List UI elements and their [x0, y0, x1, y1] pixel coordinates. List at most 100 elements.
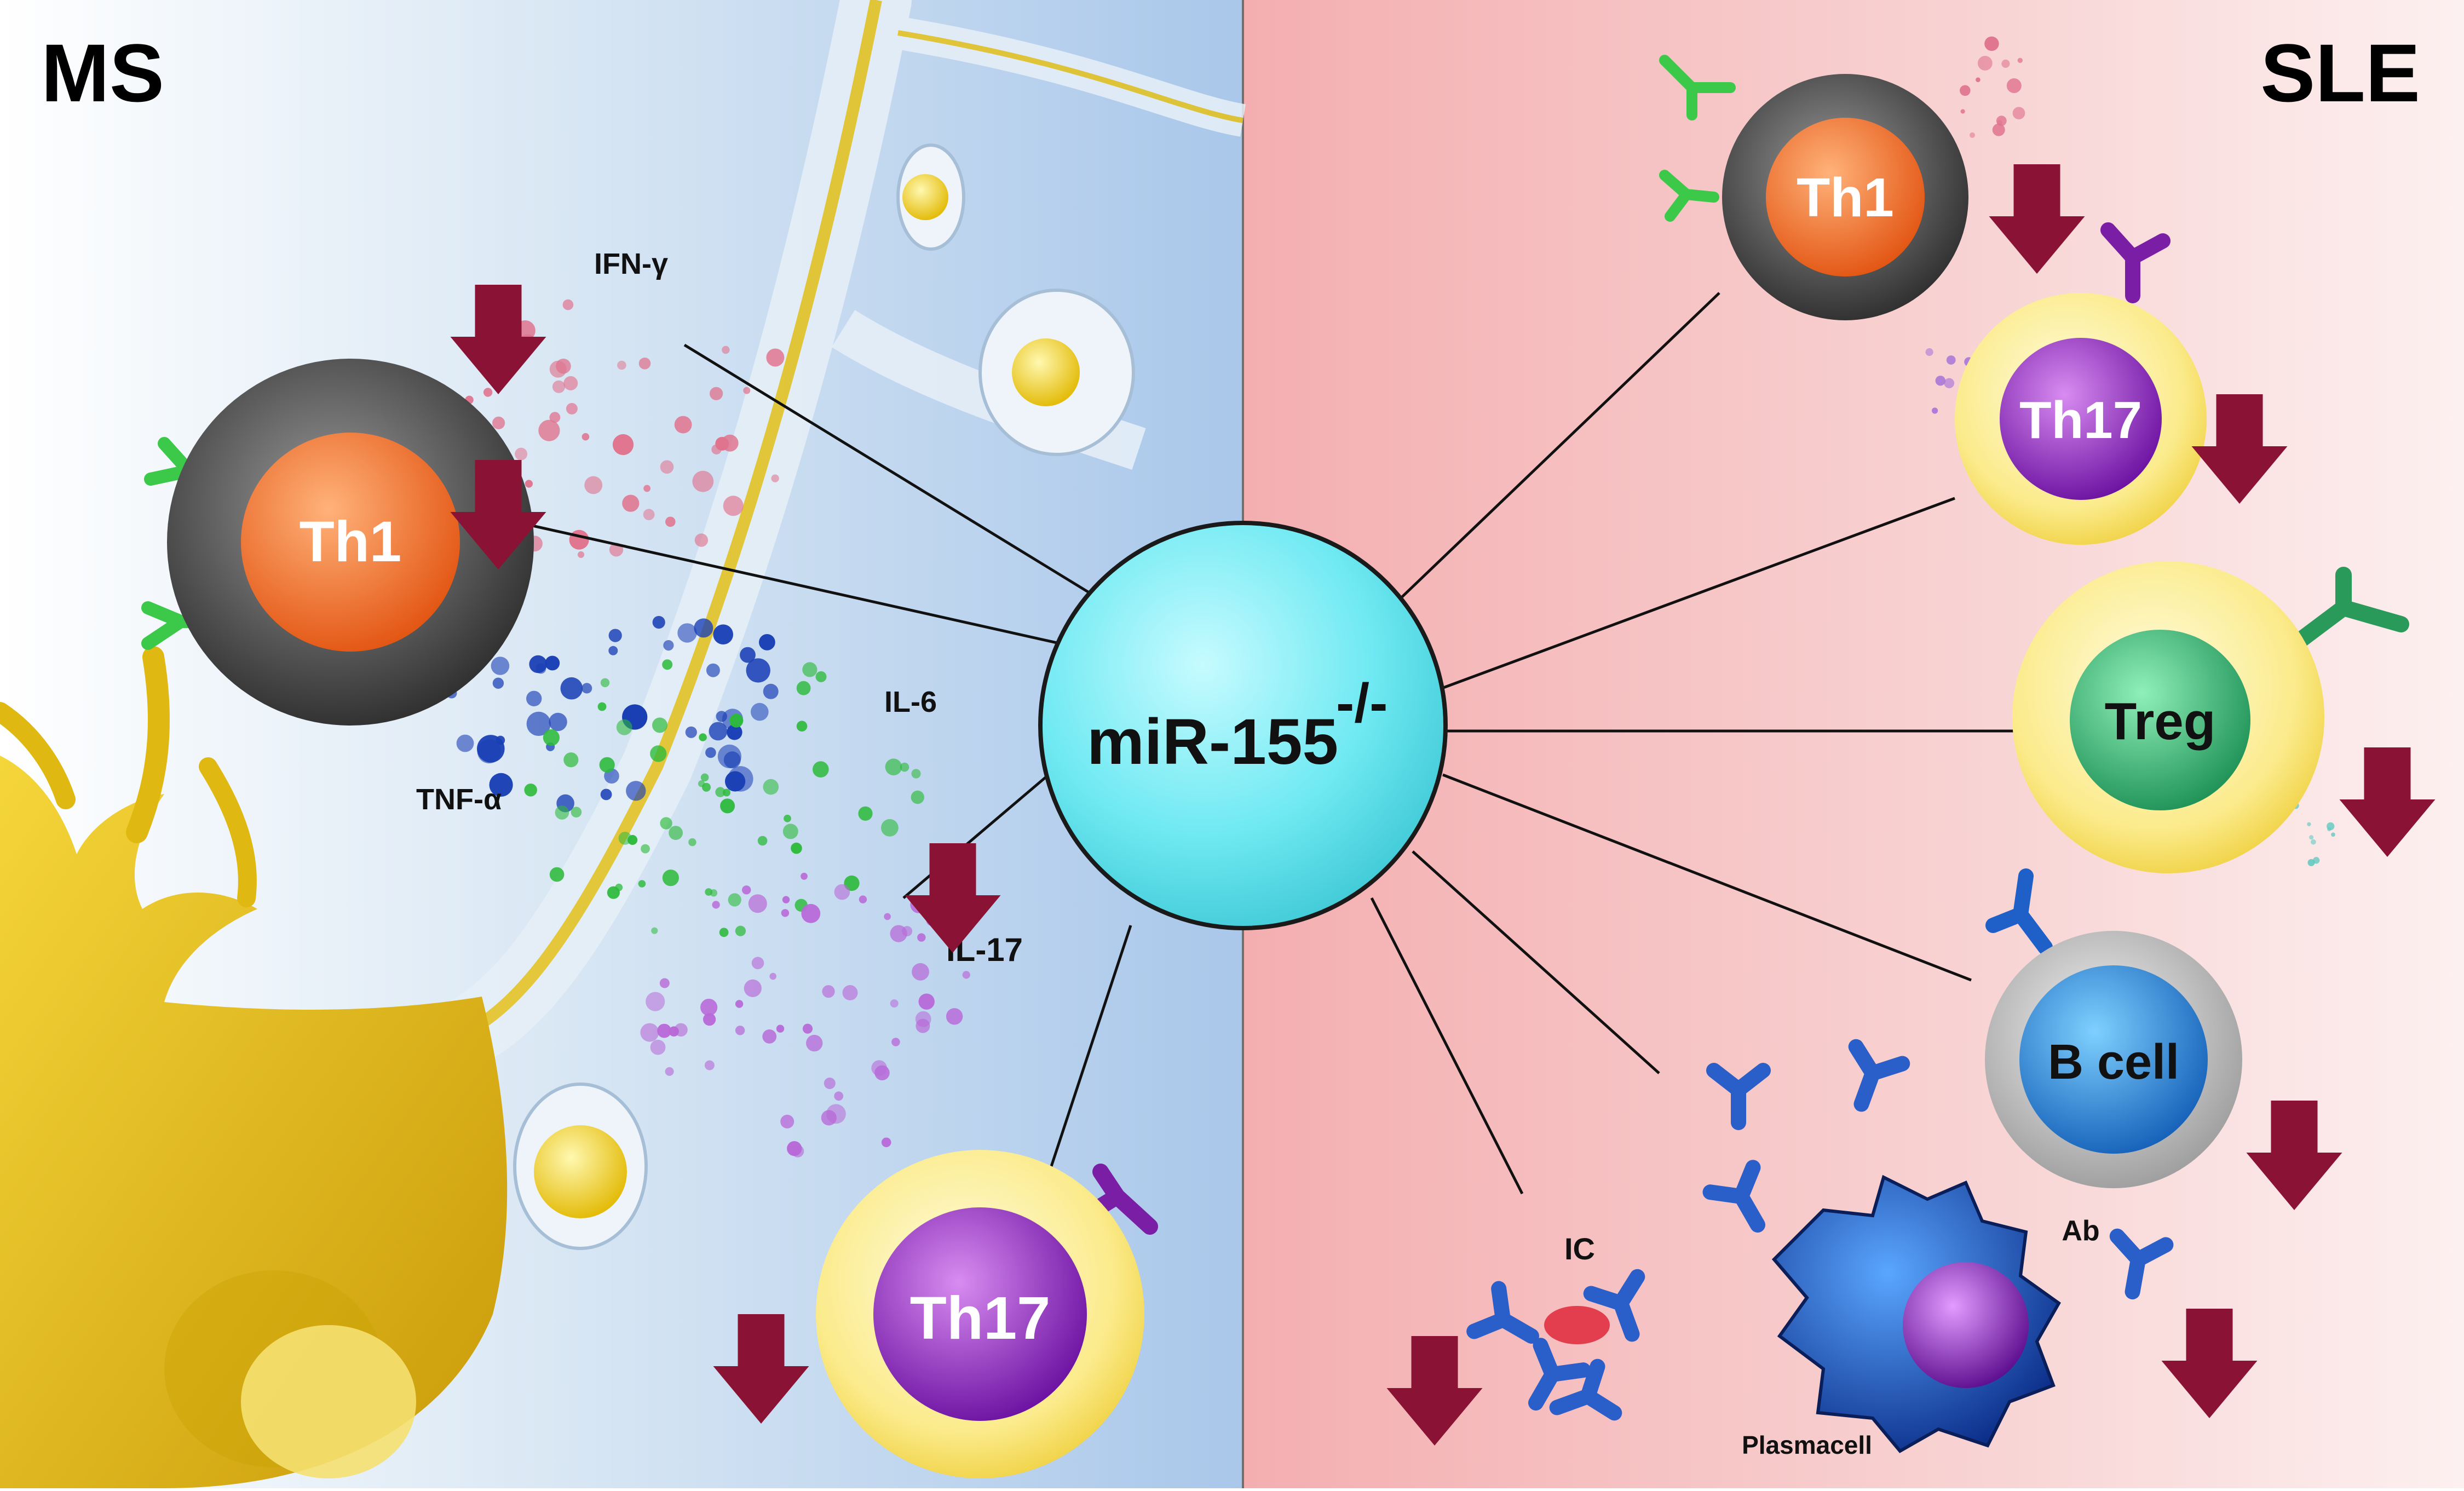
cytokine-dot-icon [640, 1023, 659, 1042]
cytokine-dot-icon [791, 842, 802, 854]
cytokine-dot-icon [709, 722, 728, 741]
cytokine-dot-icon [1992, 123, 2005, 136]
cytokine-dot-icon [677, 623, 697, 643]
cytokine-dot-icon [735, 1026, 745, 1035]
connector-lines [495, 292, 2062, 1195]
cytokine-dot-icon [791, 1145, 804, 1158]
cytokine-dot-icon [1944, 378, 1955, 389]
cytokine-dot-icon [617, 360, 626, 370]
ms-th17-label: Th17 [910, 1285, 1051, 1352]
plasma-cell-label: Plasmacell [1742, 1431, 1872, 1459]
cytokine-dot-icon [555, 805, 569, 820]
ifn-gamma-label: IFN-γ [594, 247, 668, 280]
cytokine-dot-icon [2307, 822, 2311, 827]
cytokine-dot-icon [859, 895, 867, 903]
cytokine-dot-icon [822, 985, 835, 998]
cytokine-dot-icon [549, 412, 561, 423]
cytokine-dot-icon [728, 893, 741, 907]
cytokine-dot-icon [781, 909, 790, 917]
cytokine-dot-icon [782, 824, 798, 839]
cytokine-dot-icon [674, 416, 692, 434]
receptor-icon [1659, 55, 1736, 120]
cytokine-dot-icon [890, 999, 899, 1008]
cytokine-dot-icon [646, 992, 665, 1011]
cytokine-dot-icon [659, 978, 670, 988]
center-label-superscript: -/- [1336, 672, 1388, 734]
cytokine-dot-icon [742, 885, 751, 895]
cytokine-dot-icon [735, 1000, 744, 1008]
cytokine-dot-icon [771, 474, 779, 482]
cytokine-dot-icon [762, 1029, 777, 1044]
cytokine-dot-icon [801, 872, 808, 880]
cytokine-dot-icon [722, 346, 730, 354]
cytokine-dot-icon [549, 712, 567, 732]
cytokine-dot-icon [751, 957, 764, 970]
cytokine-dot-icon [911, 769, 921, 779]
cytokine-dot-icon [834, 1091, 844, 1101]
cytokine-dot-icon [643, 485, 650, 492]
down-arrow-icon [2161, 1309, 2258, 1418]
cytokine-dot-icon [769, 972, 776, 980]
cytokine-dot-icon [704, 1060, 715, 1070]
cytokine-dot-icon [706, 663, 720, 677]
receptor-icon [2100, 222, 2171, 303]
cytokine-dot-icon [618, 832, 632, 845]
cytokine-dot-icon [796, 681, 811, 695]
cytokine-dot-icon [651, 927, 658, 934]
cytokine-dot-icon [2331, 832, 2335, 837]
neuron [0, 646, 508, 1488]
antibody-icon [1466, 1281, 1539, 1344]
antibody-icon [1848, 1039, 1910, 1112]
cytokine-dot-icon [538, 419, 560, 441]
cytokine-dot-icon [802, 1023, 813, 1034]
sle-th1-label: Th1 [1797, 167, 1894, 228]
cytokine-dot-icon [2311, 839, 2316, 845]
cytokine-dot-icon [638, 358, 651, 370]
cytokine-dot-icon [660, 817, 672, 830]
cytokine-dot-icon [669, 826, 683, 840]
cytokine-dot-icon [525, 480, 533, 488]
cytokine-dot-icon [710, 889, 718, 897]
cytokine-dot-icon [796, 721, 808, 732]
cytokine-dot-icon [720, 798, 735, 814]
cytokine-dot-icon [713, 624, 733, 644]
cytokine-dot-icon [962, 971, 970, 979]
cytokine-dot-icon [571, 807, 582, 818]
cytokine-dot-icon [806, 1034, 823, 1052]
cytokine-dot-icon [665, 1067, 674, 1076]
antibody-icon [1702, 1160, 1765, 1233]
cytokine-dot-icon [748, 894, 767, 913]
cytokine-dot-icon [703, 1013, 716, 1026]
cytokine-dot-icon [643, 509, 655, 521]
ms-th17-cell: Th17 [816, 1150, 1158, 1478]
cytokine-dot-icon [900, 762, 909, 772]
cytokine-dot-icon [784, 814, 791, 822]
immune-complex: IC [1544, 1231, 1610, 1344]
cytokine-dot-icon [871, 1060, 887, 1076]
cytokine-dot-icon [723, 496, 744, 516]
cytokine-dot-icon [766, 348, 785, 367]
cytokine-dot-icon [652, 615, 665, 629]
down-arrow-icon [450, 460, 546, 569]
cytokine-dot-icon [815, 671, 827, 682]
receptor-icon [1659, 170, 1719, 222]
cytokine-dot-icon [746, 658, 770, 683]
cytokine-dot-icon [545, 655, 560, 671]
cytokine-dot-icon [600, 788, 612, 801]
cytokine-dot-icon [622, 494, 640, 512]
cytokine-dot-icon [918, 993, 935, 1010]
antibody-icon [2109, 1228, 2174, 1300]
cytokine-dot-icon [780, 1114, 795, 1129]
cytokine-dot-icon [881, 1137, 891, 1148]
cytokine-dot-icon [759, 634, 775, 650]
cytokine-dot-icon [700, 773, 709, 782]
down-arrow-icon [2191, 394, 2288, 504]
sle-th1-cell: Th1 [1659, 55, 1968, 320]
cytokine-dot-icon [694, 618, 713, 638]
cytokine-dot-icon [890, 925, 907, 942]
cytokine-dot-icon [725, 771, 746, 792]
down-arrow-icon [1386, 1336, 1483, 1446]
cytokine-dot-icon [577, 551, 585, 559]
cytokine-dot-icon [582, 433, 590, 441]
